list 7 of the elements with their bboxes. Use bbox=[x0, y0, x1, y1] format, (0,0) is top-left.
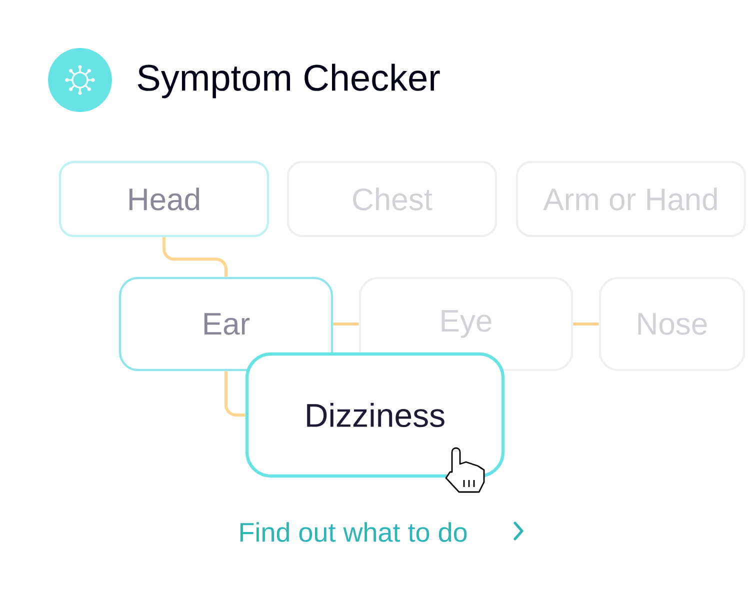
symptom-box: Dizziness bbox=[245, 352, 505, 478]
symptom-box: Head bbox=[58, 160, 270, 238]
heading: Symptom Checker bbox=[138, 64, 440, 98]
connector-line bbox=[333, 322, 359, 326]
symptom-box: Ear bbox=[118, 276, 334, 372]
connector-line bbox=[573, 322, 599, 326]
link-text: Find out what to do bbox=[240, 522, 467, 542]
